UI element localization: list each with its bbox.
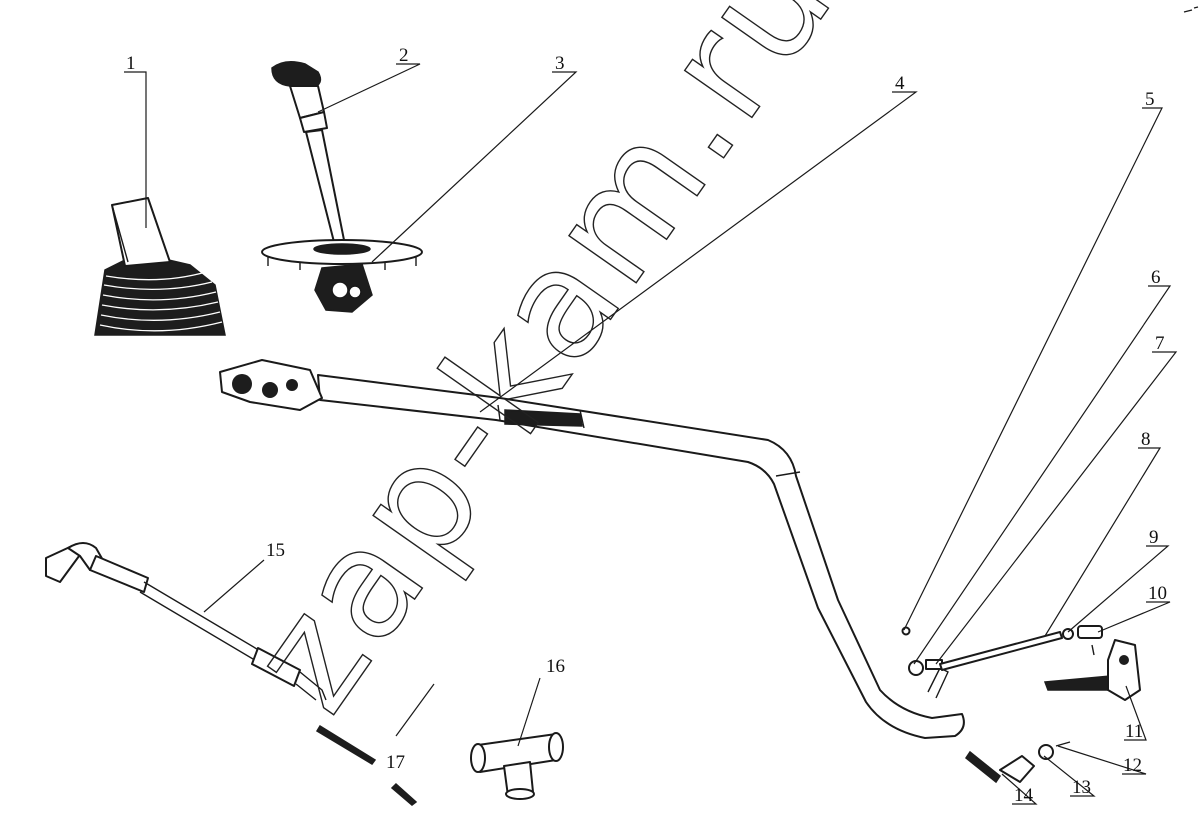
- part-16-tee-fitting: [470, 732, 564, 800]
- callout-15: 15: [266, 540, 285, 561]
- callout-17: 17: [386, 752, 405, 773]
- callout-13: 13: [1072, 777, 1091, 798]
- part-4-shift-rod: [219, 359, 965, 739]
- part-1-rubber-boot: [94, 197, 226, 336]
- callout-3: 3: [555, 53, 565, 74]
- callout-9: 9: [1149, 527, 1159, 548]
- callout-4: 4: [895, 73, 905, 94]
- callout-16: 16: [546, 656, 565, 677]
- parts-5-10-linkage: [901, 625, 1103, 676]
- part-15-bent-tube: [45, 542, 327, 701]
- callout-1: 1: [126, 53, 136, 74]
- callout-8: 8: [1141, 429, 1151, 450]
- callout-12: 12: [1123, 755, 1142, 776]
- part-2-gear-lever: [271, 61, 345, 243]
- callout-6: 6: [1151, 267, 1161, 288]
- callout-7: 7: [1155, 333, 1165, 354]
- callout-11: 11: [1125, 721, 1143, 742]
- callout-10: 10: [1148, 583, 1167, 604]
- parts-12-14-fork-pin: [964, 741, 1071, 784]
- callout-leader-lines: [124, 63, 1178, 805]
- part-3-base-plate: [261, 239, 423, 313]
- corner-speck: [1183, 6, 1199, 13]
- part-11-bracket: [1043, 639, 1141, 701]
- callout-labels: 1 2 3 4 5 6 7 8 9 10 11 12 13 14 15 16 1…: [126, 45, 1167, 806]
- part-17-screw: [315, 724, 418, 806]
- callout-5: 5: [1145, 89, 1155, 110]
- callout-2: 2: [399, 45, 409, 66]
- callout-14: 14: [1014, 785, 1034, 806]
